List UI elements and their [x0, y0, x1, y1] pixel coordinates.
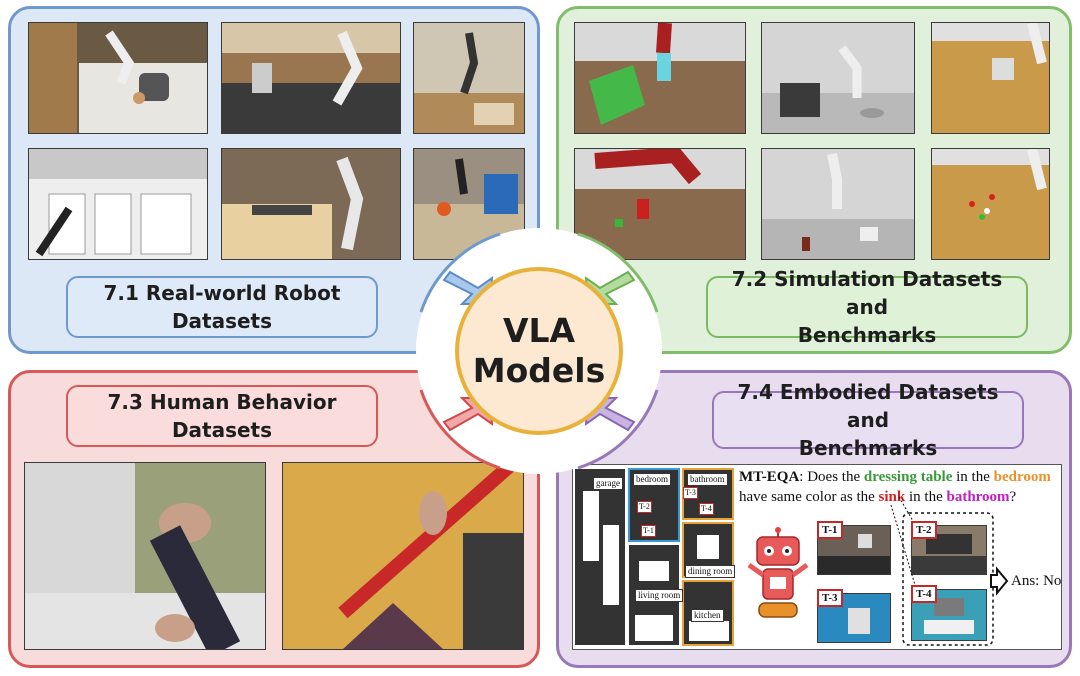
eqa-selection-overlay	[890, 496, 1009, 646]
human-photo-window-cleaning	[24, 462, 266, 650]
eqa-room-2: bathroom	[946, 489, 1010, 505]
mt-eqa-panel: garage bedroom bathroom dining room livi…	[572, 464, 1062, 650]
sim-photo-2	[761, 22, 915, 134]
eqa-object-2: sink	[878, 489, 906, 505]
map-tag-t1: T-1	[641, 525, 656, 537]
robot-mascot-icon	[747, 527, 809, 618]
eqa-line2a: have same color as the	[739, 489, 879, 505]
real-robot-photo-5	[221, 148, 401, 260]
real-robot-photo-4	[28, 148, 208, 260]
room-label-garage: garage	[593, 477, 623, 490]
label-real-world-robot-datasets: 7.1 Real-world Robot Datasets	[66, 276, 378, 338]
eqa-answer: Ans: No	[1011, 573, 1062, 589]
real-robot-photo-3	[413, 22, 525, 134]
human-photo-leveling	[282, 462, 524, 650]
room-label-living: living room	[635, 589, 684, 602]
label-human-behavior-datasets: 7.3 Human Behavior Datasets	[66, 385, 378, 447]
map-tag-t2: T-2	[637, 501, 652, 513]
view-tag-t4: T-4	[911, 585, 937, 603]
sim-photo-5	[761, 148, 915, 260]
view-tag-t2: T-2	[911, 521, 937, 539]
real-robot-photo-6	[413, 148, 525, 260]
sim-photo-1	[574, 22, 746, 134]
map-tag-t3: T-3	[683, 487, 698, 499]
sim-photo-6	[931, 148, 1050, 260]
eqa-room-1: bedroom	[993, 469, 1051, 485]
room-label-bathroom: bathroom	[687, 473, 728, 486]
room-label-dining: dining room	[685, 565, 736, 578]
map-tag-t4: T-4	[699, 503, 714, 515]
real-robot-photo-1	[28, 22, 208, 134]
eqa-q2: in the	[952, 469, 994, 485]
label-embodied-datasets: 7.4 Embodied Datasets and Benchmarks	[712, 380, 1024, 460]
view-t4	[911, 589, 987, 641]
label-simulation-datasets: 7.2 Simulation Datasets and Benchmarks	[706, 267, 1028, 347]
real-robot-photo-2	[221, 22, 401, 134]
eqa-q1: : Does the	[799, 469, 864, 485]
eqa-question-line-1: MT-EQA: Does the dressing table in the b…	[739, 469, 1051, 486]
sim-photo-3	[931, 22, 1050, 134]
sim-photo-4	[574, 148, 746, 260]
room-label-kitchen: kitchen	[691, 609, 724, 622]
eqa-object-1: dressing table	[863, 469, 953, 485]
eqa-prefix: MT-EQA	[739, 469, 800, 485]
center-vla-models: VLA Models	[455, 267, 623, 435]
eqa-line2b: in the	[905, 489, 947, 505]
eqa-question-line-2: have same color as the sink in the bathr…	[739, 489, 1016, 506]
view-tag-t3: T-3	[817, 589, 843, 607]
view-tag-t1: T-1	[817, 521, 843, 539]
eqa-line2c: ?	[1009, 489, 1017, 505]
view-t2	[911, 525, 987, 575]
